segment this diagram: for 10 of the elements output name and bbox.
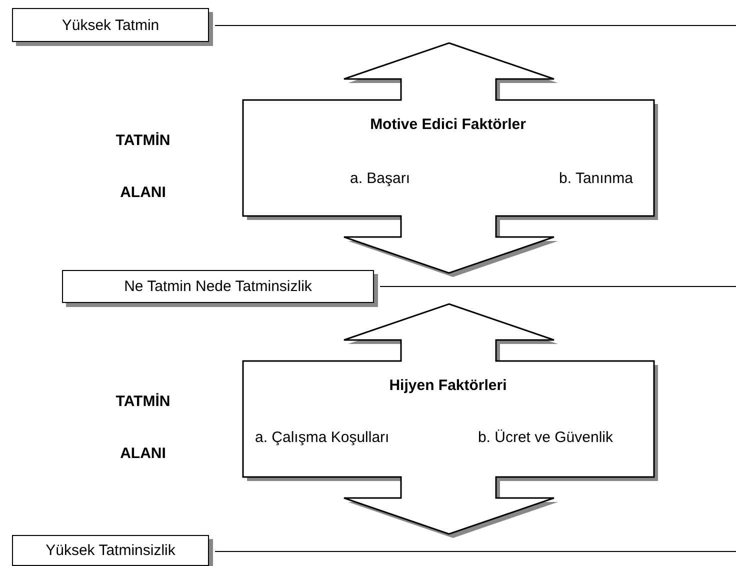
box-heading: Motive Edici Faktörler [370,116,526,133]
factor-item: b. Ücret ve Güvenlik [478,429,613,446]
area-label: TATMİN [116,132,170,149]
area-label: ALANI [120,184,166,201]
box-heading: Hijyen Faktörleri [389,377,507,394]
factor-item: a. Çalışma Koşulları [255,429,390,446]
factor-item: a. Başarı [350,170,410,187]
area-label: ALANI [120,445,166,462]
factor-item: b. Tanınma [559,170,633,187]
area-label: TATMİN [116,393,170,410]
